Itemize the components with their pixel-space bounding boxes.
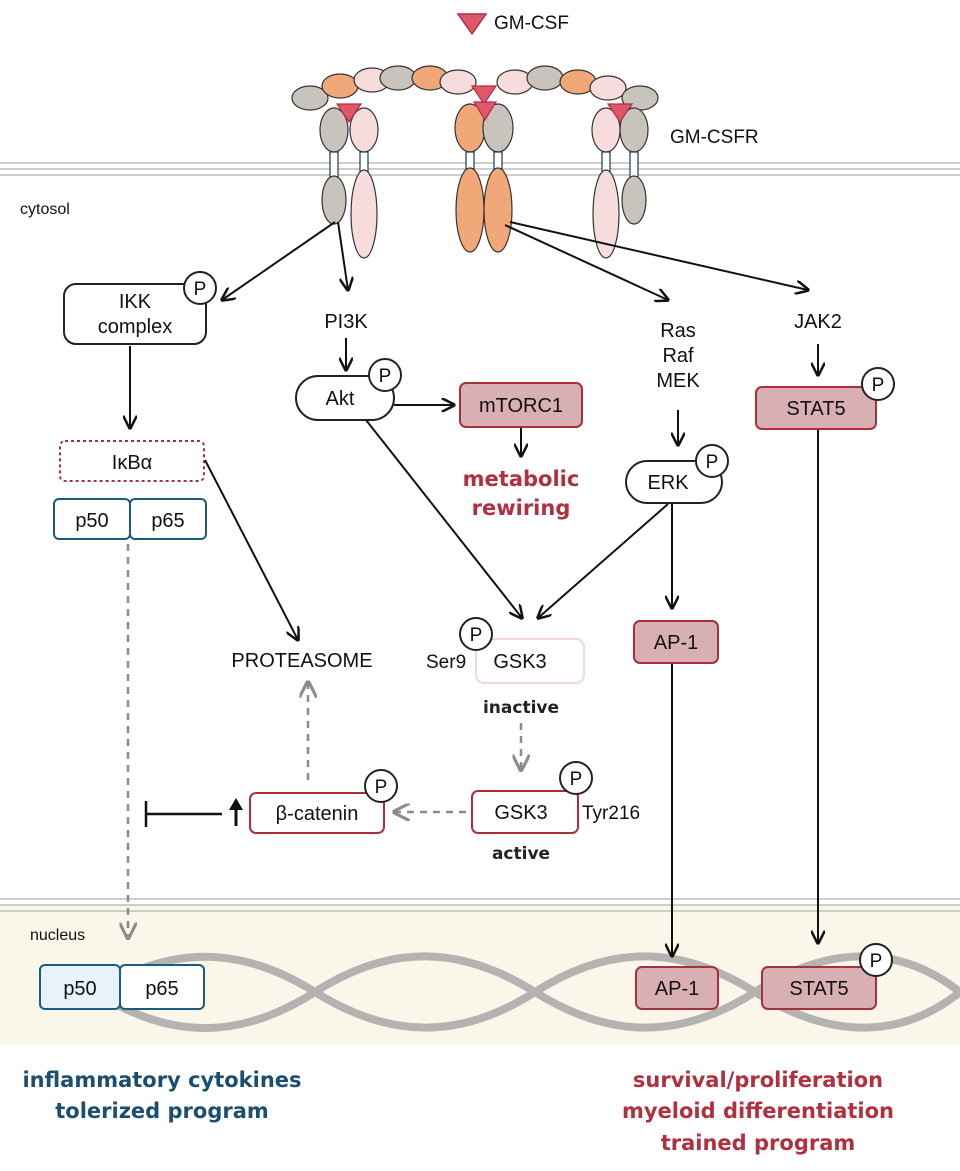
gsk3-active-node: GSK3 P xyxy=(471,761,593,834)
mek-label: MEK xyxy=(656,370,700,392)
p50-nucleus-label: p50 xyxy=(63,978,96,1000)
nucleus-label: nucleus xyxy=(30,927,85,944)
nuclear-membrane xyxy=(0,898,960,912)
ap1-nucleus-label: AP-1 xyxy=(655,978,699,1000)
ap1-cytosol-node: AP-1 xyxy=(633,620,719,664)
phospho-badge xyxy=(859,943,893,977)
ras-label: Ras xyxy=(660,320,696,342)
phospho-label: P xyxy=(194,279,207,300)
akt-label: Akt xyxy=(326,388,355,410)
receptor-cluster xyxy=(291,65,659,259)
phospho-label: P xyxy=(570,769,583,790)
left-outcome-line2: tolerized program xyxy=(55,1099,269,1123)
phospho-badge xyxy=(695,444,729,478)
metabolic-rewiring-line1: metabolic xyxy=(463,467,580,491)
erk-node: ERK P xyxy=(625,444,729,504)
phospho-label: P xyxy=(706,452,719,473)
inactive-label: inactive xyxy=(483,698,559,718)
erk-label: ERK xyxy=(647,472,689,494)
phospho-badge xyxy=(183,271,217,305)
phospho-badge xyxy=(861,367,895,401)
jak2-label: JAK2 xyxy=(794,311,842,333)
phospho-badge xyxy=(459,617,493,651)
ikba-label: IκBα xyxy=(112,452,152,474)
phospho-badge xyxy=(364,769,398,803)
metabolic-rewiring-line2: rewiring xyxy=(472,496,571,520)
p65-nucleus-label: p65 xyxy=(145,978,178,1000)
beta-catenin-label: β-catenin xyxy=(276,803,359,825)
right-outcome-line2: myeloid differentiation xyxy=(622,1099,894,1123)
phospho-badge xyxy=(559,761,593,795)
ap1-label: AP-1 xyxy=(654,632,698,654)
raf-label: Raf xyxy=(662,345,694,367)
tyr216-label: Tyr216 xyxy=(582,803,640,824)
left-outcome-line1: inflammatory cytokines xyxy=(22,1068,301,1092)
stat5-nucleus-node: STAT5 P xyxy=(761,943,893,1010)
mtorc1-label: mTORC1 xyxy=(479,395,563,417)
akt-node: Akt P xyxy=(295,358,402,421)
ikk-complex-node: IKK complex P xyxy=(63,271,217,345)
ap1-nucleus-node: AP-1 xyxy=(635,966,719,1010)
increase-arrow-icon xyxy=(229,798,243,826)
phospho-label: P xyxy=(470,625,483,646)
phospho-label: P xyxy=(379,366,392,387)
gsk3-active-label: GSK3 xyxy=(494,802,547,824)
pi3k-label: PI3K xyxy=(324,311,368,333)
gsk3-label: GSK3 xyxy=(493,651,546,673)
ligand-label: GM-CSF xyxy=(494,13,569,34)
plasma-membrane xyxy=(0,162,960,176)
proteasome-label: PROTEASOME xyxy=(231,650,372,672)
inhibition-bar xyxy=(144,801,222,827)
p50-label: p50 xyxy=(75,510,108,532)
ligand-icon xyxy=(456,13,488,36)
gsk3-inactive-node: GSK3 P xyxy=(459,617,585,684)
phospho-label: P xyxy=(375,777,388,798)
beta-catenin-node: β-catenin P xyxy=(249,769,398,834)
mtorc1-node: mTORC1 xyxy=(459,382,583,428)
dna-helix xyxy=(92,952,960,1032)
stat5-label: STAT5 xyxy=(786,398,845,420)
p50-p65-nucleus: p50 p65 xyxy=(39,964,205,1010)
stat5-cytosol-node: STAT5 P xyxy=(755,367,895,430)
ikba-node: IκBα xyxy=(59,440,205,482)
phospho-badge xyxy=(368,358,402,392)
receptor-label: GM-CSFR xyxy=(670,127,759,148)
receptor-arrows xyxy=(222,221,808,300)
p50-p65-cytosol: p50 p65 xyxy=(53,498,207,540)
ikk-label-1: IKK xyxy=(119,291,152,313)
active-label: active xyxy=(492,844,550,864)
phospho-label: P xyxy=(872,375,885,396)
right-outcome-line3: trained program xyxy=(661,1131,856,1155)
right-outcome-line1: survival/proliferation xyxy=(633,1068,883,1092)
cytosol-label: cytosol xyxy=(20,201,70,218)
ser9-label: Ser9 xyxy=(426,652,466,673)
phospho-label: P xyxy=(870,951,883,972)
stat5-nucleus-label: STAT5 xyxy=(789,978,848,1000)
ikk-label-2: complex xyxy=(98,316,172,338)
p65-label: p65 xyxy=(151,510,184,532)
